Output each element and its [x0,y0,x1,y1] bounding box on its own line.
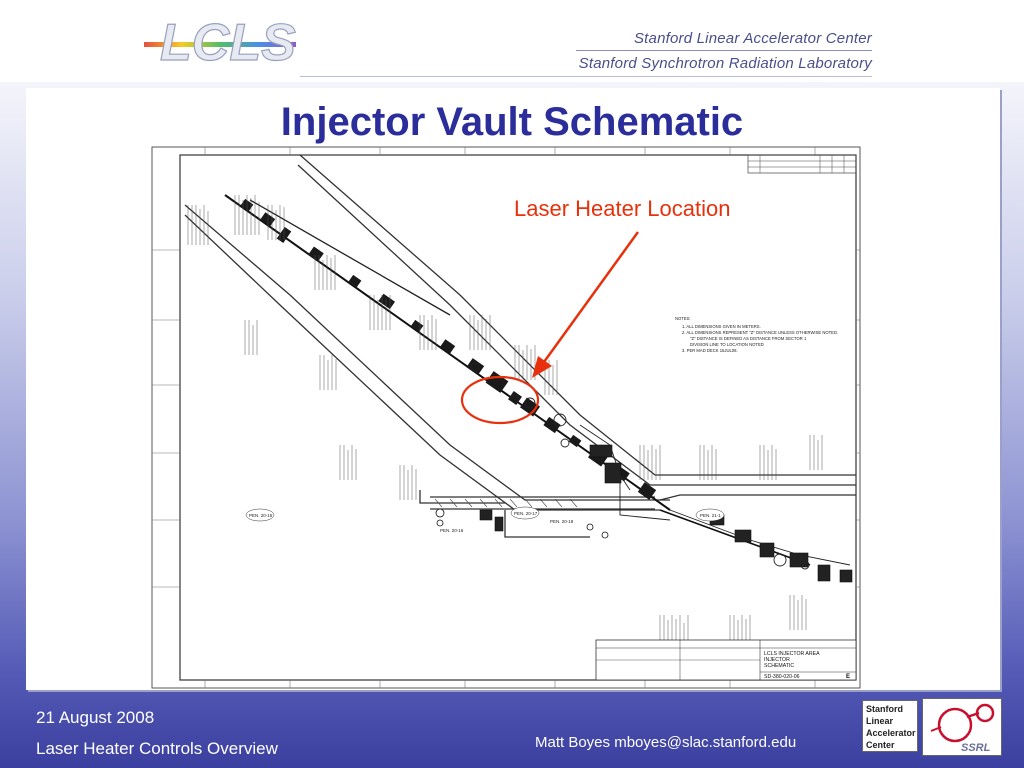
callout-arrow-head-icon [532,356,552,378]
laser-heater-highlight-ellipse [460,375,540,425]
lcls-logo: LCLS [144,13,297,72]
ssrl-logo-text: SSRL [961,742,991,754]
callout-arrow-line [542,231,640,363]
note-line: "Z" DISTANCE IS DEFINED AS DISTANCE FROM… [690,336,807,341]
vault-walls [184,154,856,538]
note-line: 2. ALL DIMENSIONS REPRESENT "Z" DISTANCE… [682,330,838,335]
pen-label: PEN. 20-16 [440,528,464,533]
org-divider [576,50,872,51]
pen-label: PEN. 20-15 [249,513,273,518]
org-line-2: Stanford Synchrotron Radiation Laborator… [578,55,872,72]
injector-schematic-drawing: PEN. 20-15 PEN. 20-16 PEN. 20-17 PEN. 20… [151,146,861,689]
wall-hatching [434,498,578,508]
header-divider [300,76,872,77]
footer-subtitle: Laser Heater Controls Overview [36,739,278,758]
pen-label: PEN. 20-17 [514,511,538,516]
note-line: 3. PER MAD DECK 15JUL08. [682,348,738,353]
drawing-title-block: LCLS INJECTOR AREA INJECTOR SCHEMATIC SD… [595,639,857,681]
schematic-notes: NOTES: 1. ALL DIMENSIONS GIVEN IN METERS… [675,316,838,353]
titleblock-line-1: LCLS INJECTOR AREA [764,651,820,657]
note-line: DIVISION LINE TO LOCATION NOTED [690,342,764,347]
titleblock-line-3: SCHEMATIC [764,663,794,669]
drawing-revision: E [846,674,850,680]
footer-date: 21 August 2008 [36,708,155,727]
slide-header: LCLS Stanford Linear Accelerator Center … [0,0,1024,82]
slac-logo-line: Linear [866,716,894,726]
slide-title: Injector Vault Schematic [280,100,744,144]
ssrl-logo: SSRL [922,698,1002,756]
logo-text: LCLS [160,14,296,72]
callout-label: Laser Heater Location [514,196,731,221]
slac-logo: Stanford Linear Accelerator Center [862,700,918,752]
org-line-1: Stanford Linear Accelerator Center [633,30,872,47]
pen-label: PEN. 20-18 [550,519,574,524]
ssrl-ring-icon: SSRL [930,703,995,754]
revision-block [747,154,857,174]
footer-author: Matt Boyes mboyes@slac.stanford.edu [535,734,797,751]
pen-label: PEN. 21-1 [700,513,721,518]
titleblock-line-2: INJECTOR [764,657,790,663]
drawing-number: SD-380-020-06 [764,674,800,680]
pen-labels: PEN. 20-15 PEN. 20-16 PEN. 20-17 PEN. 20… [245,506,725,533]
border-ticks [152,147,860,688]
notes-title: NOTES: [675,316,691,321]
slac-logo-line: Stanford [866,704,903,714]
slac-logo-line: Accelerator [866,728,916,738]
note-line: 1. ALL DIMENSIONS GIVEN IN METERS. [682,324,761,329]
slac-logo-line: Center [866,740,895,750]
